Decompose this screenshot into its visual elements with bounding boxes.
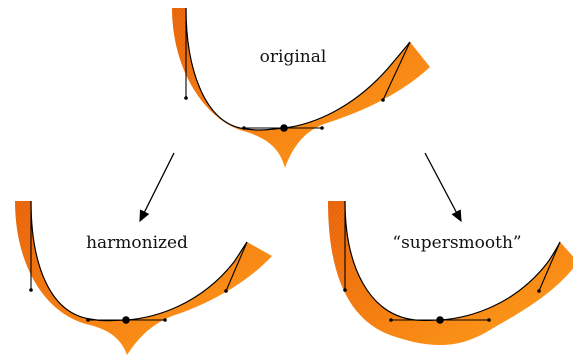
arrow-to-harmonized — [139, 152, 175, 223]
bezier-curve — [185, 7, 411, 131]
anchor-point[interactable] — [122, 316, 130, 324]
label-supersmooth: “supersmooth” — [392, 233, 521, 253]
curvature-band-hatch — [15, 201, 272, 355]
panel-supersmooth: “supersmooth” — [328, 200, 573, 345]
anchor-point[interactable] — [280, 124, 288, 132]
control-point[interactable] — [86, 318, 90, 322]
label-original: original — [260, 47, 327, 67]
control-point[interactable] — [389, 318, 393, 322]
control-point[interactable] — [184, 96, 188, 100]
control-point[interactable] — [320, 126, 324, 130]
panel-original: original — [172, 7, 430, 168]
control-point[interactable] — [163, 318, 167, 322]
control-handle-right[interactable] — [382, 41, 411, 101]
control-point[interactable] — [537, 289, 541, 293]
curvature-band-hatch — [328, 201, 573, 345]
arrow-to-supersmooth — [424, 152, 462, 223]
control-point[interactable] — [487, 318, 491, 322]
control-handle-right[interactable] — [225, 241, 248, 292]
bezier-curve — [30, 200, 248, 322]
control-point[interactable] — [242, 126, 246, 130]
control-point[interactable] — [29, 288, 33, 292]
panel-harmonized: harmonized — [15, 200, 272, 355]
control-point[interactable] — [343, 288, 347, 292]
control-point[interactable] — [381, 98, 385, 102]
label-harmonized: harmonized — [86, 233, 188, 253]
curvature-band-hatch — [172, 8, 430, 168]
control-point[interactable] — [224, 289, 228, 293]
control-handle-right[interactable] — [538, 241, 561, 292]
anchor-point[interactable] — [436, 316, 444, 324]
